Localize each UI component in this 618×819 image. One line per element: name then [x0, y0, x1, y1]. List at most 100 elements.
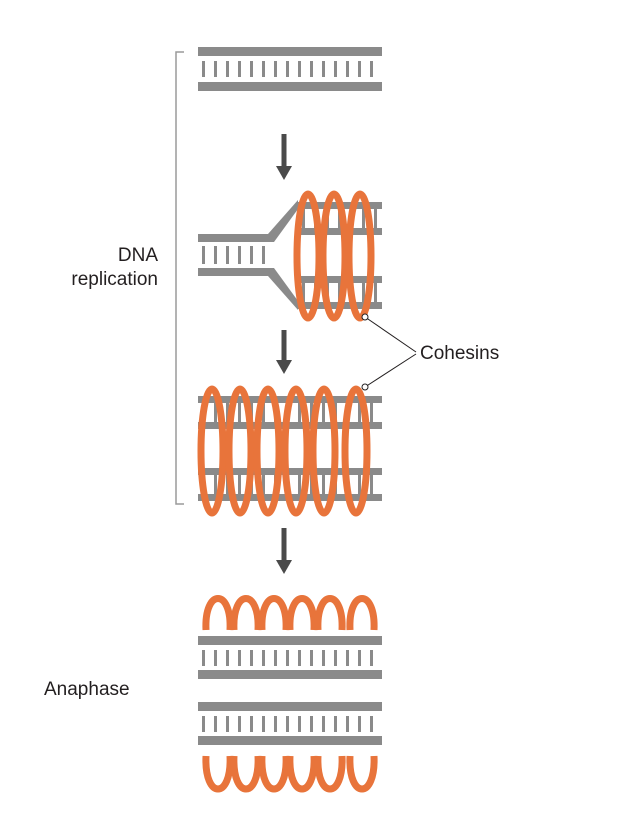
base-pair: [302, 283, 305, 302]
base-pair: [298, 716, 301, 732]
base-pair: [250, 716, 253, 732]
cohered-sisters: [197, 385, 382, 517]
base-pair: [310, 403, 313, 422]
base-pair: [370, 716, 373, 732]
base-pair: [346, 650, 349, 666]
cohesin-ring: [309, 385, 339, 517]
cohesin-ring: [225, 385, 255, 517]
cohesin-rings: [197, 385, 371, 517]
base-pair: [262, 403, 265, 422]
base-pairs: [202, 650, 373, 666]
base-pair: [362, 283, 365, 302]
cohesin-arc: [258, 595, 290, 631]
base-pair: [334, 61, 337, 77]
cohesin-ring: [197, 385, 227, 517]
base-pair: [262, 650, 265, 666]
base-pair: [370, 650, 373, 666]
base-pair: [358, 475, 361, 494]
base-pair: [274, 716, 277, 732]
base-pair: [238, 61, 241, 77]
base-pair: [274, 61, 277, 77]
parent-strand-bottom: [198, 268, 268, 276]
cohesin-arc: [346, 595, 378, 631]
anaphase-separated: [198, 595, 382, 793]
base-pairs: [202, 246, 265, 264]
cohesin-ring: [293, 190, 323, 322]
base-pair: [322, 61, 325, 77]
strand: [198, 468, 382, 475]
base-pair: [358, 716, 361, 732]
base-pair: [214, 246, 217, 264]
base-pair: [286, 716, 289, 732]
cohesin-arc: [346, 755, 378, 793]
base-pair: [346, 61, 349, 77]
base-pair: [358, 61, 361, 77]
arrow-head: [276, 166, 292, 180]
base-pair: [202, 61, 205, 77]
arrow-shaft: [281, 134, 287, 168]
base-pair: [262, 716, 265, 732]
base-pair: [202, 246, 205, 264]
cohesin-arc: [286, 595, 318, 631]
base-pair: [214, 475, 217, 494]
cohesin-rings: [293, 190, 375, 322]
base-pair: [250, 61, 253, 77]
cleaved-cohesins-top: [202, 595, 378, 631]
base-pair: [374, 283, 377, 302]
base-pair: [226, 246, 229, 264]
cohesin-arc: [202, 755, 234, 793]
cohesin-arc: [314, 595, 346, 631]
fork-arm-top: [268, 200, 298, 242]
cohesin-arc: [258, 755, 290, 793]
base-pair: [226, 716, 229, 732]
chromatid2-strand-bottom: [198, 736, 382, 745]
base-pair: [298, 61, 301, 77]
dna-duplex: [198, 47, 382, 91]
cohesin-arc: [314, 755, 346, 793]
base-pair: [362, 209, 365, 228]
cohesin-ring: [281, 385, 311, 517]
cohesin-ring: [341, 385, 371, 517]
fork-arm-bottom: [268, 268, 298, 310]
base-pair: [214, 403, 217, 422]
base-pair: [286, 61, 289, 77]
dna-replication-label: DNA replication: [30, 244, 158, 292]
replication-fork: [198, 190, 382, 322]
base-pair: [214, 716, 217, 732]
arrow-head: [276, 560, 292, 574]
parent-strand-top: [198, 234, 268, 242]
base-pair: [374, 209, 377, 228]
arrow-shaft: [281, 330, 287, 362]
arrow: [276, 134, 292, 180]
dna-replication-label-line1: DNA: [117, 245, 158, 266]
cleaved-cohesins-bottom: [202, 755, 378, 793]
base-pairs: [202, 716, 373, 732]
base-pair: [310, 716, 313, 732]
strand: [298, 276, 382, 283]
base-pair: [322, 403, 325, 422]
base-pair: [310, 650, 313, 666]
cohesins-label: Cohesins: [420, 343, 500, 364]
cohesin-arc: [202, 595, 234, 631]
base-pair: [238, 650, 241, 666]
base-pair: [262, 475, 265, 494]
cohesin-arc: [230, 755, 262, 793]
base-pair: [322, 650, 325, 666]
base-pair: [262, 61, 265, 77]
base-pair: [226, 403, 229, 422]
base-pair: [214, 650, 217, 666]
replication-bracket: [175, 51, 184, 505]
arrow: [276, 330, 292, 374]
base-pair: [302, 209, 305, 228]
base-pair: [358, 403, 361, 422]
arrows: [276, 134, 292, 574]
base-pair: [346, 716, 349, 732]
base-pair: [238, 403, 241, 422]
base-pair: [214, 61, 217, 77]
base-pair: [298, 403, 301, 422]
base-pair: [202, 650, 205, 666]
arrow-shaft: [281, 528, 287, 562]
base-pair: [334, 650, 337, 666]
anaphase-label: Anaphase: [44, 679, 130, 700]
